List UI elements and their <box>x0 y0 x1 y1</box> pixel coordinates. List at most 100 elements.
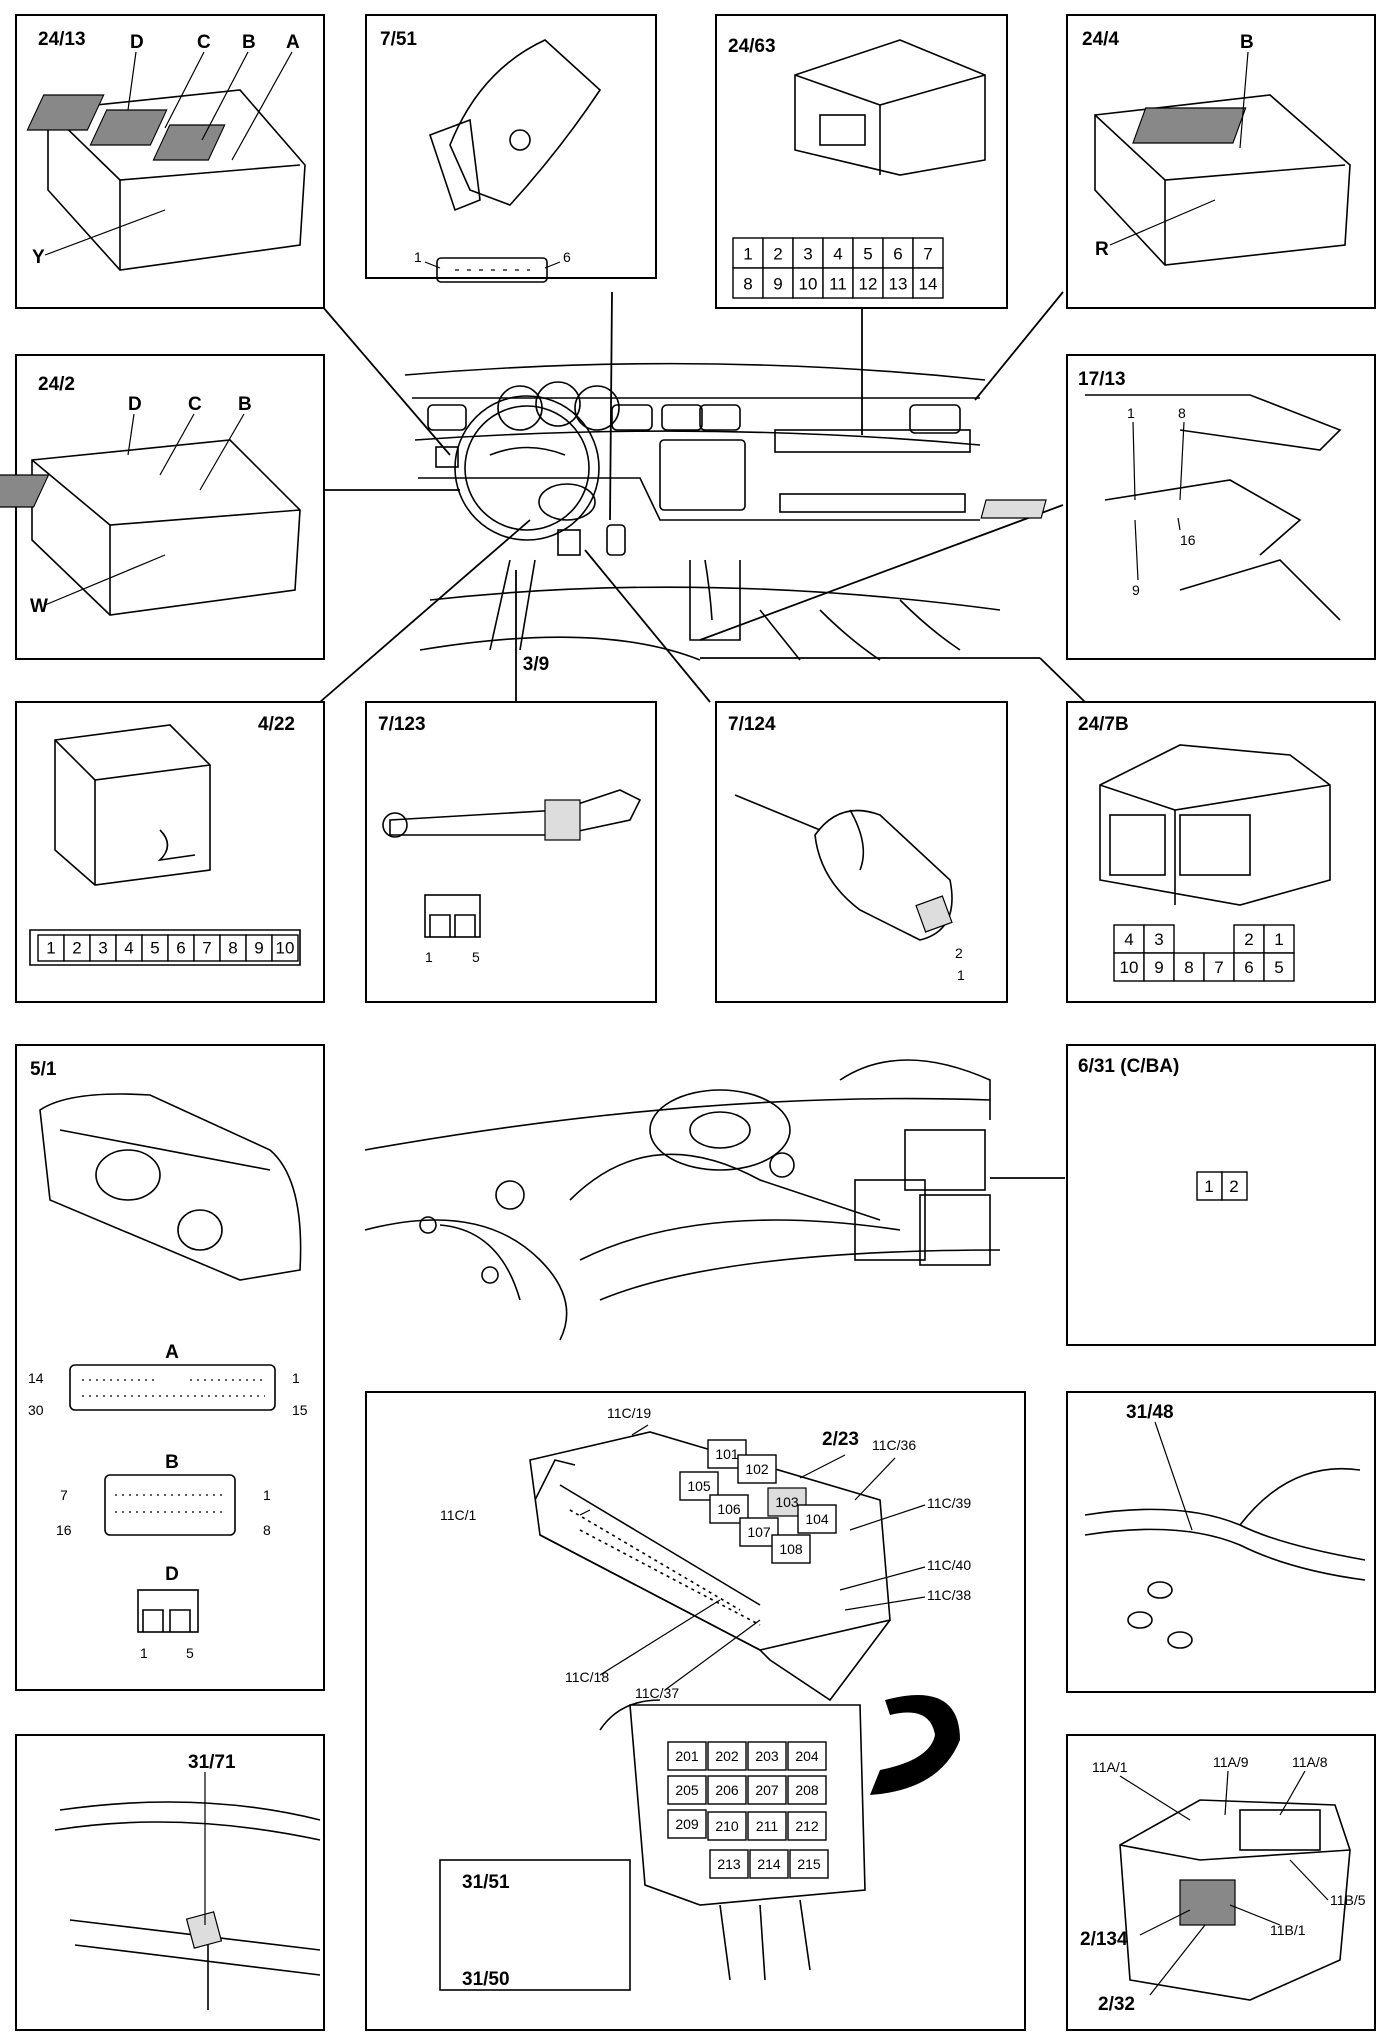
pin-cell <box>912 237 944 269</box>
letter-b: B <box>242 32 256 53</box>
pin-10: 10 <box>799 275 818 294</box>
callout-11b-1: 11B/1 <box>1270 1922 1306 1938</box>
letter-a: A <box>286 32 300 53</box>
panel-id: 5/1 <box>30 1059 57 1080</box>
pin-cell <box>912 267 944 299</box>
callout-2-134: 2/134 <box>1080 1929 1128 1950</box>
pin-30: 30 <box>28 1402 44 1418</box>
letter-w: W <box>30 596 48 617</box>
panel-id: 24/13 <box>38 29 86 50</box>
pin-cell <box>762 267 794 299</box>
pin-1: 1 <box>425 949 433 965</box>
leader-lines <box>309 291 1086 1179</box>
relay-202 <box>707 1741 747 1771</box>
pin-9: 9 <box>1132 582 1140 598</box>
inset-31-50: 31/50 <box>462 1969 510 1990</box>
pin-6: 6 <box>893 245 902 264</box>
pin-14: 14 <box>919 275 938 294</box>
pin-16: 16 <box>1180 532 1196 548</box>
callout-11c-1: 11C/1 <box>440 1507 477 1523</box>
pin-7: 7 <box>60 1487 68 1503</box>
pin-15: 15 <box>292 1402 308 1418</box>
pin-cell <box>89 934 117 962</box>
pin-5: 5 <box>472 949 480 965</box>
pin-9: 9 <box>254 939 263 958</box>
relay-label: 203 <box>755 1748 779 1764</box>
letter-y: Y <box>32 247 45 268</box>
relay-203 <box>747 1741 787 1771</box>
pin-8: 8 <box>1184 958 1193 977</box>
pin-5: 5 <box>863 245 872 264</box>
callout-11c-19: 11C/19 <box>607 1405 651 1421</box>
pin-6: 6 <box>176 939 185 958</box>
pin-4: 4 <box>1124 930 1133 949</box>
pin-cell <box>882 237 914 269</box>
relay-label: 208 <box>795 1782 819 1798</box>
pin-8: 8 <box>743 275 752 294</box>
pin-cell <box>271 934 299 962</box>
pin-cell <box>1173 952 1205 982</box>
pin-cell <box>762 237 794 269</box>
callout-11c-18: 11C/18 <box>565 1669 609 1685</box>
panel-24-13: 24/13 D C B A Y <box>15 14 325 309</box>
letter-r: R <box>1095 239 1109 260</box>
callout-11a-1: 11A/1 <box>1092 1759 1128 1775</box>
callout-11c-39: 11C/39 <box>927 1495 971 1511</box>
relay-207 <box>747 1775 787 1805</box>
pin-cell <box>1203 952 1235 982</box>
relay-label: 105 <box>687 1478 711 1494</box>
callout-2-32: 2/32 <box>1098 1994 1135 2015</box>
pin-8: 8 <box>1178 405 1186 421</box>
pin-2: 2 <box>72 939 81 958</box>
relay-label: 107 <box>747 1524 771 1540</box>
relay-label: 214 <box>757 1856 781 1872</box>
callout-11c-40: 11C/40 <box>927 1557 971 1573</box>
letter-b: B <box>238 394 252 415</box>
relay-215 <box>789 1849 829 1879</box>
pin-6: 6 <box>1244 958 1253 977</box>
relay-209 <box>667 1809 707 1839</box>
pin-2: 2 <box>1229 1177 1238 1196</box>
dashboard-illustration <box>404 362 1001 661</box>
pin-10: 10 <box>1120 958 1139 977</box>
letter-c: C <box>197 32 211 53</box>
panel-id: 17/13 <box>1078 369 1126 390</box>
relay-label: 205 <box>675 1782 699 1798</box>
callout-11c-38: 11C/38 <box>927 1587 971 1603</box>
panel-17-13: 17/13 1 8 16 9 <box>980 354 1376 660</box>
pin-6: 6 <box>563 249 571 265</box>
pin-14: 14 <box>28 1370 44 1386</box>
relay-213 <box>709 1849 749 1879</box>
relay-label: 101 <box>715 1446 739 1462</box>
label-a: A <box>165 1342 179 1363</box>
panel-24-4: 24/4 B R <box>1066 14 1376 309</box>
pin-cell <box>792 267 824 299</box>
pin-12: 12 <box>859 275 878 294</box>
panel-id: 31/48 <box>1126 1402 1174 1423</box>
pin-5: 5 <box>186 1645 194 1661</box>
pin-13: 13 <box>889 275 908 294</box>
callout-3-9: 3/9 <box>523 654 549 675</box>
pin-3: 3 <box>98 939 107 958</box>
pin-cell <box>219 934 247 962</box>
pin-16: 16 <box>56 1522 72 1538</box>
letter-d: D <box>128 394 142 415</box>
panel-31-48: 31/48 <box>1066 1391 1376 1693</box>
relay-label: 206 <box>715 1782 739 1798</box>
pin-1: 1 <box>1274 930 1283 949</box>
pin-10: 10 <box>276 939 295 958</box>
pin-cell <box>1143 952 1175 982</box>
relay-label: 215 <box>797 1856 821 1872</box>
pin-8: 8 <box>263 1522 271 1538</box>
label-d: D <box>165 1564 179 1585</box>
engine-bay-illustration <box>364 1059 1001 1341</box>
letter-d: D <box>130 32 144 53</box>
relay-214 <box>749 1849 789 1879</box>
relay-label: 103 <box>775 1494 799 1510</box>
pin-cell <box>37 934 65 962</box>
inset-31-51: 31/51 <box>462 1872 510 1893</box>
